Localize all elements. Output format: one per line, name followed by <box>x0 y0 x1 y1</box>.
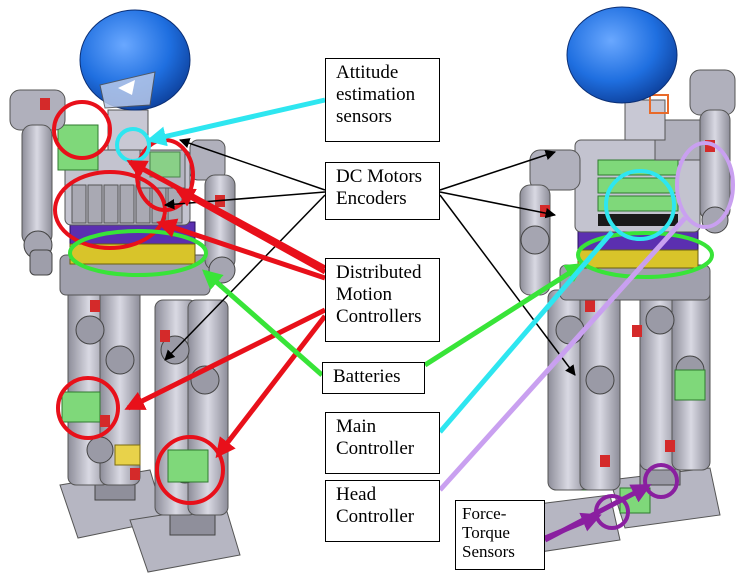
label-line: Motion <box>336 284 392 305</box>
label-line: Attitude <box>336 62 399 83</box>
label-attitude-estimation-sensors: Attitude estimation sensors <box>325 58 440 142</box>
label-line: Force- <box>462 504 507 523</box>
leader-lines <box>124 97 687 543</box>
label-dc-motors-encoders: DC Motors Encoders <box>325 162 440 220</box>
label-line: Controllers <box>336 306 422 327</box>
label-line: Distributed <box>336 262 422 283</box>
label-line: sensors <box>336 106 392 127</box>
label-distributed-motion-controllers: Distributed Motion Controllers <box>325 258 440 342</box>
label-line: Controller <box>336 438 415 459</box>
robot-front-view <box>9 9 241 573</box>
label-force-torque-sensors: Force- Torque Sensors <box>455 500 545 570</box>
label-line: Batteries <box>333 366 401 387</box>
label-batteries: Batteries <box>322 362 425 394</box>
label-line: Torque <box>462 523 510 542</box>
label-line: DC Motors <box>336 166 423 187</box>
label-line: estimation <box>336 84 416 105</box>
label-head-controller: Head Controller <box>325 480 440 542</box>
label-line: Controller <box>336 506 415 527</box>
label-line: Head <box>336 484 377 505</box>
label-line: Sensors <box>462 542 515 561</box>
label-main-controller: Main Controller <box>325 412 440 474</box>
label-line: Main <box>336 416 377 437</box>
label-line: Encoders <box>336 188 407 209</box>
